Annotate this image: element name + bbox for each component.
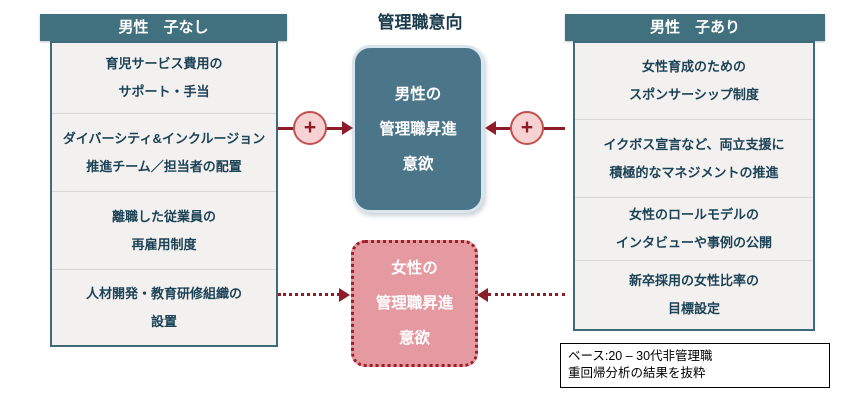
factor-line: イクボス宣言など、両立支援に xyxy=(603,136,785,152)
male-box-line: 管理職昇進 xyxy=(379,120,457,138)
factor-line: 離職した従業員の xyxy=(111,208,216,224)
factor-line: 育児サービス費用の xyxy=(105,56,223,71)
factor-item-right-1: 女性育成のための スポンサーシップ制度 xyxy=(575,43,813,120)
male-box-line: 意欲 xyxy=(402,155,434,173)
solid-arrow-left-head-icon xyxy=(342,121,353,135)
factor-line: ダイバーシティ&インクルージョン xyxy=(62,130,266,146)
factor-line: 新卒採用の女性比率の xyxy=(628,273,759,288)
note-line: 重回帰分析の結果を抜粋 xyxy=(568,366,706,380)
factor-item-left-2: ダイバーシティ&インクルージョン 推進チーム／担当者の配置 xyxy=(52,114,276,192)
factor-line: 女性育成のための xyxy=(641,59,746,74)
female-box-line: 管理職昇進 xyxy=(375,295,454,312)
dotted-arrow-right-line xyxy=(488,293,565,296)
factor-line: 推進チーム／担当者の配置 xyxy=(86,158,242,174)
female-aspiration-box: 女性の 管理職昇進 意欲 xyxy=(351,240,478,367)
male-aspiration-box: 男性の 管理職昇進 意欲 xyxy=(352,45,484,213)
factor-line: 人材開発・教育研修組織の xyxy=(85,285,242,301)
female-box-line: 女性の xyxy=(391,260,438,277)
note-line: ベース:20 – 30代非管理職 xyxy=(568,349,713,363)
right-panel-body: 女性育成のための スポンサーシップ制度 イクボス宣言など、両立支援に 積極的なマ… xyxy=(573,41,815,331)
left-panel-body: 育児サービス費用の サポート・手当 ダイバーシティ&インクルージョン 推進チーム… xyxy=(50,41,278,347)
factor-line: 設置 xyxy=(150,313,177,329)
factor-item-right-4: 新卒採用の女性比率の 目標設定 xyxy=(575,261,813,329)
factor-line: インタビューや事例の公開 xyxy=(615,235,772,250)
female-box-line: 意欲 xyxy=(398,330,430,347)
factor-item-left-1: 育児サービス費用の サポート・手当 xyxy=(52,43,276,114)
factor-line: サポート・手当 xyxy=(118,84,210,99)
plus-badge-left: + xyxy=(293,111,327,145)
factor-item-left-4: 人材開発・教育研修組織の 設置 xyxy=(52,270,276,345)
factor-item-left-3: 離職した従業員の 再雇用制度 xyxy=(52,192,276,270)
male-box-line: 男性の xyxy=(394,85,442,103)
dotted-arrow-left-head-icon xyxy=(339,288,350,302)
factor-line: 女性のロールモデルの xyxy=(628,207,759,222)
factor-line: 積極的なマネジメントの推進 xyxy=(609,164,779,180)
factor-item-right-2: イクボス宣言など、両立支援に 積極的なマネジメントの推進 xyxy=(575,120,813,198)
dotted-arrow-right-head-icon xyxy=(477,288,488,302)
left-panel-header: 男性 子なし xyxy=(40,14,287,41)
factor-item-right-3: 女性のロールモデルの インタビューや事例の公開 xyxy=(575,198,813,261)
factor-line: 目標設定 xyxy=(667,301,720,316)
note-box: ベース:20 – 30代非管理職 重回帰分析の結果を抜粋 xyxy=(560,343,830,388)
diagram-title: 管理職意向 xyxy=(377,13,463,32)
plus-badge-right: + xyxy=(510,111,544,145)
dotted-arrow-left-line xyxy=(278,293,340,296)
right-panel-header: 男性 子あり xyxy=(565,14,825,41)
solid-arrow-right-head-icon xyxy=(485,121,496,135)
factor-line: スポンサーシップ制度 xyxy=(629,87,759,102)
factor-line: 再雇用制度 xyxy=(131,236,197,252)
